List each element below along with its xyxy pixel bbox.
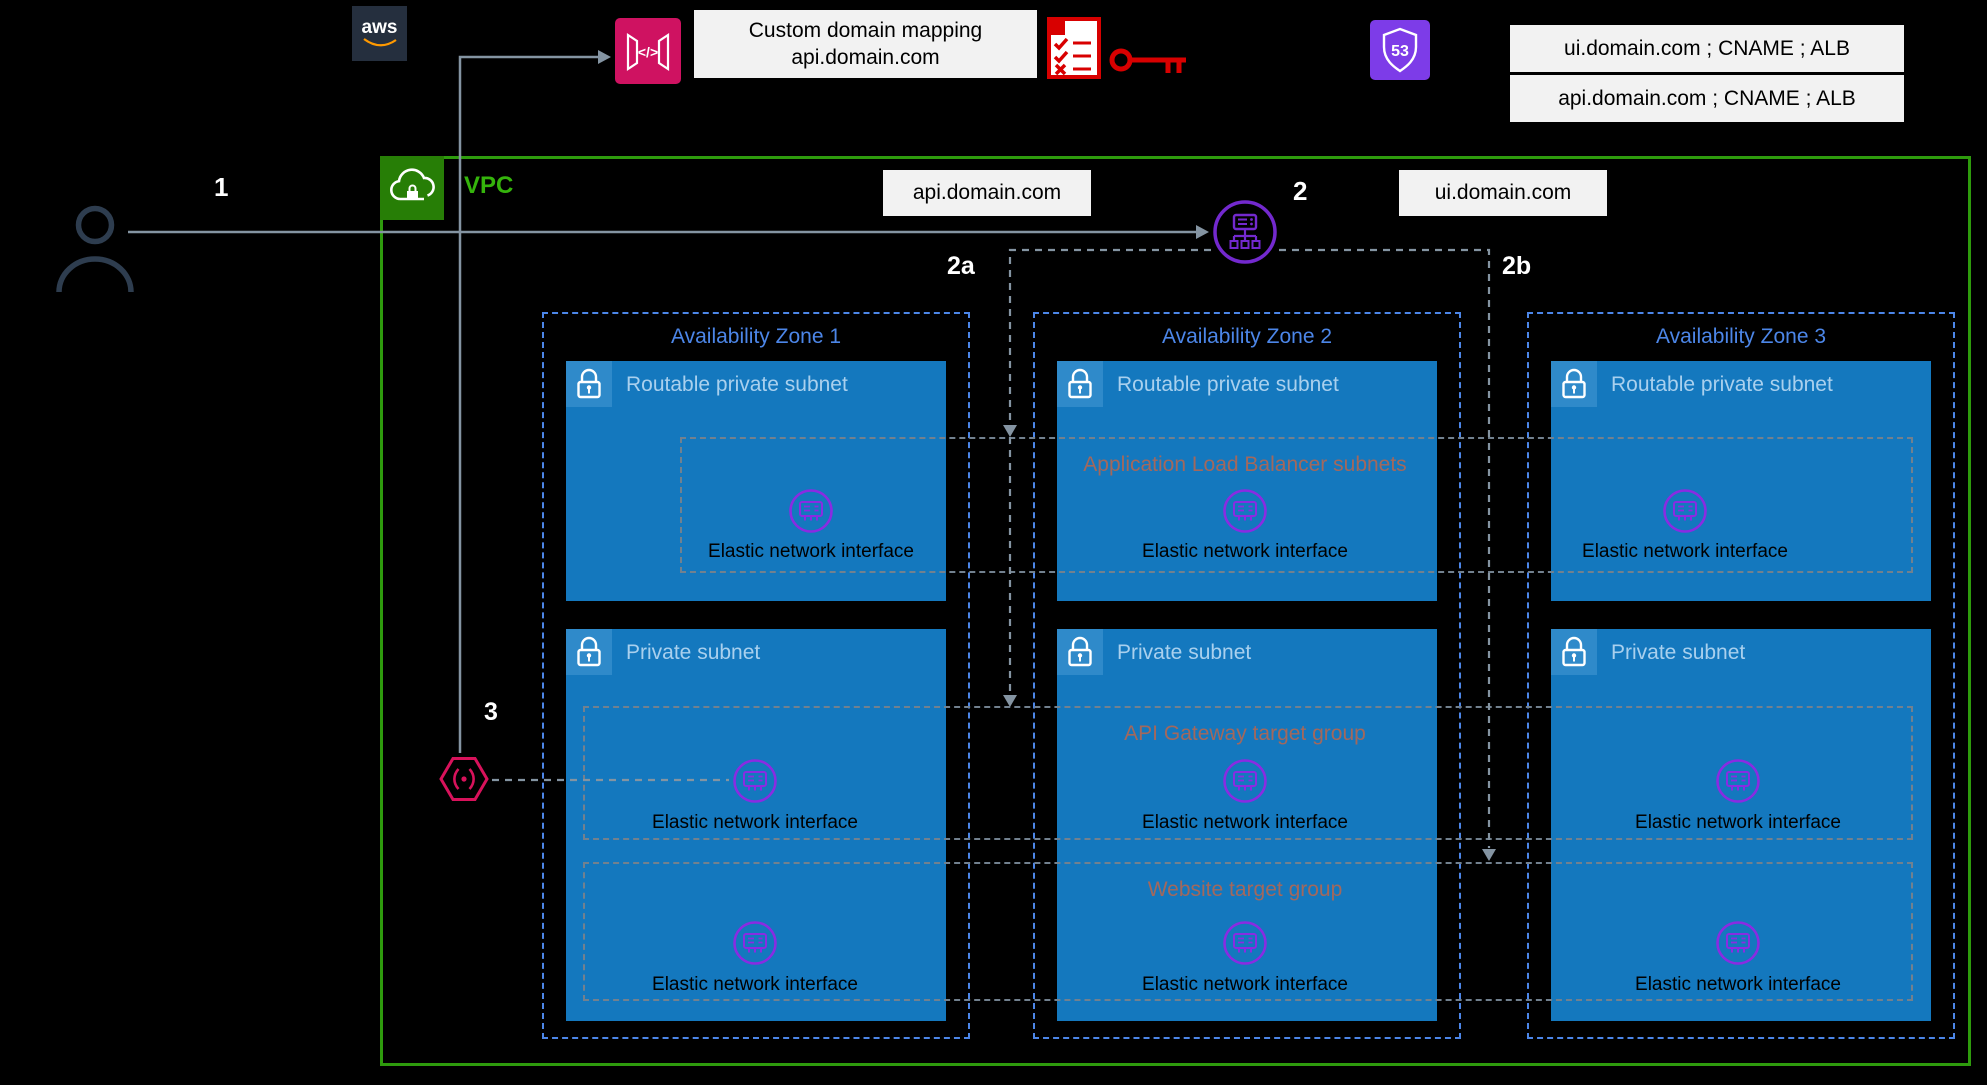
aws-logo: aws [352, 6, 407, 61]
lock-icon [1551, 361, 1597, 407]
dns-record-api-text: api.domain.com ; CNAME ; ALB [1558, 86, 1856, 110]
user-icon [56, 205, 134, 293]
eni-icon [1221, 757, 1269, 805]
dns-record-api-label: api.domain.com ; CNAME ; ALB [1510, 75, 1904, 122]
route53-icon: 53 [1370, 20, 1430, 80]
vpc-label: VPC [464, 172, 514, 199]
routable-private-subnet-az3: Routable private subnet [1551, 361, 1931, 601]
dns-record-ui-text: ui.domain.com ; CNAME ; ALB [1564, 36, 1850, 60]
step-2a-label: 2a [947, 252, 975, 280]
alb-subnets-group-label: Application Load Balancer subnets [1083, 453, 1407, 476]
lock-icon [566, 361, 612, 407]
custom-domain-line1: Custom domain mapping [748, 18, 983, 42]
route53-number: 53 [1391, 43, 1409, 60]
step-2b-label: 2b [1502, 252, 1532, 280]
subnet-title: Routable private subnet [1117, 373, 1339, 396]
key-icon [1109, 48, 1186, 73]
ui-domain-text: ui.domain.com [1434, 181, 1572, 205]
eni-icon [731, 757, 779, 805]
vpc-icon [380, 156, 444, 220]
routable-private-subnet-az1: Routable private subnet [566, 361, 946, 601]
api-domain-text: api.domain.com [912, 181, 1062, 205]
step-2-label: 2 [1293, 176, 1308, 206]
eni-label: Elastic network interface [1635, 974, 1841, 995]
lock-icon [566, 629, 612, 675]
az1-title: Availability Zone 1 [670, 325, 842, 348]
eni-icon [731, 919, 779, 967]
vpc-container [380, 156, 1971, 1066]
custom-domain-mapping-label: Custom domain mapping api.domain.com [694, 10, 1037, 78]
eni-icon [1714, 757, 1762, 805]
eni-label: Elastic network interface [652, 812, 858, 833]
eni-label: Elastic network interface [1582, 541, 1788, 562]
api-domain-label: api.domain.com [883, 170, 1091, 216]
lock-icon [1551, 629, 1597, 675]
step-1-label: 1 [214, 172, 229, 202]
eni-icon [1661, 487, 1709, 535]
eni-icon [1221, 919, 1269, 967]
checklist-icon [1047, 17, 1101, 79]
az3-title: Availability Zone 3 [1655, 325, 1827, 348]
custom-domain-line2: api.domain.com [791, 46, 940, 69]
website-target-group-label: Website target group [1147, 878, 1343, 901]
eni-label: Elastic network interface [708, 541, 914, 562]
eni-icon [1714, 919, 1762, 967]
eni-label: Elastic network interface [1635, 812, 1841, 833]
api-gateway-icon: </> [615, 18, 681, 84]
subnet-title: Private subnet [626, 641, 761, 664]
eni-icon [1221, 487, 1269, 535]
lock-icon [1057, 629, 1103, 675]
alb-icon [1213, 200, 1277, 264]
eni-label: Elastic network interface [1142, 812, 1348, 833]
availability-zone-3: Availability Zone 3 [1527, 312, 1955, 1039]
subnet-title: Routable private subnet [626, 373, 848, 396]
eni-label: Elastic network interface [652, 974, 858, 995]
eni-icon [787, 487, 835, 535]
private-subnet-az1: Private subnet [566, 629, 946, 1021]
website-target-group [583, 862, 1913, 1001]
aws-logo-text: aws [361, 17, 398, 38]
api-gateway-glyph: </> [638, 44, 658, 60]
private-subnet-az3: Private subnet [1551, 629, 1931, 1021]
api-gateway-target-group-label: API Gateway target group [1124, 722, 1366, 745]
dns-record-ui-label: ui.domain.com ; CNAME ; ALB [1510, 25, 1904, 72]
eni-label: Elastic network interface [1142, 974, 1348, 995]
subnet-title: Private subnet [1611, 641, 1746, 664]
eni-label: Elastic network interface [1142, 541, 1348, 562]
lock-icon [1057, 361, 1103, 407]
step-3-label: 3 [484, 698, 498, 726]
subnet-title: Private subnet [1117, 641, 1252, 664]
ui-domain-label: ui.domain.com [1399, 170, 1607, 216]
subnet-title: Routable private subnet [1611, 373, 1833, 396]
api-gateway-hexagon-icon [439, 757, 489, 801]
api-gateway-target-group [583, 706, 1913, 840]
az2-title: Availability Zone 2 [1161, 325, 1333, 348]
aws-smile-icon [362, 38, 397, 47]
